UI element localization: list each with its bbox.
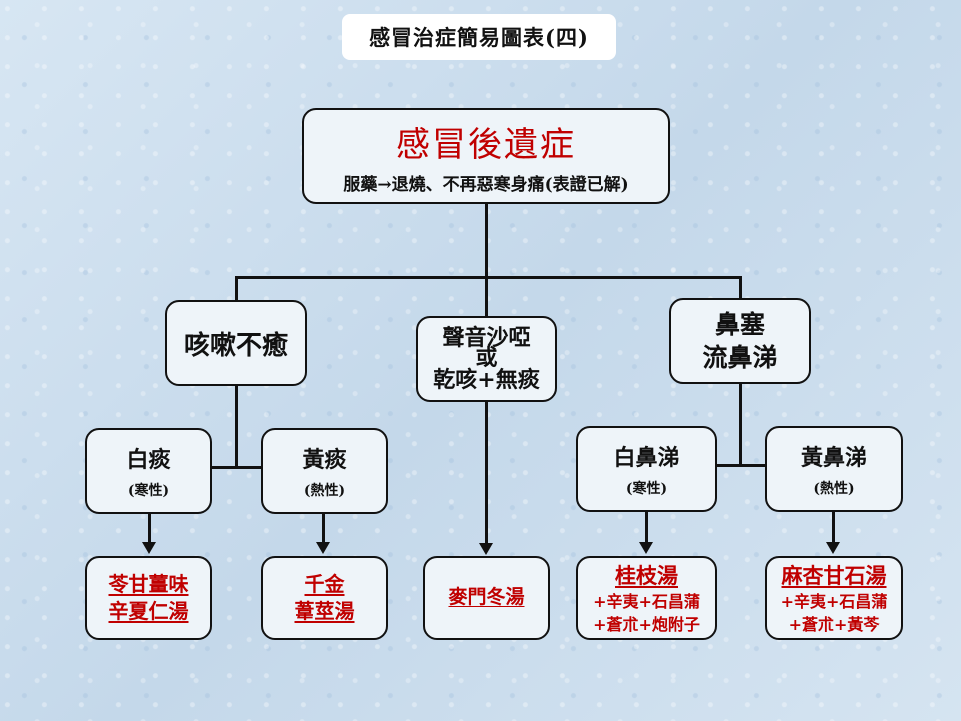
remedy-line: +辛夷+石昌蒲 — [593, 591, 700, 611]
remedy-title: 桂枝湯 — [615, 562, 678, 588]
arrow-down — [142, 542, 156, 554]
remedy-line: +蒼朮+黃芩 — [788, 615, 880, 634]
remedy-line: 苓甘薑味 — [108, 572, 189, 596]
nose-node: 鼻塞 流鼻涕 — [669, 298, 811, 384]
diagram-title: 感冒治症簡易圖表(四) — [342, 14, 616, 60]
connector — [322, 512, 325, 542]
remedy-title: 麻杏甘石湯 — [781, 562, 887, 588]
connector — [485, 401, 488, 543]
connector — [235, 276, 238, 302]
connector — [739, 384, 742, 466]
yellow-phlegm-node: 黃痰 (熱性) — [261, 428, 388, 514]
white-mucus-node: 白鼻涕 (寒性) — [576, 426, 717, 512]
remedy-voice: 麥門冬湯 — [423, 556, 550, 640]
yellow-phlegm-label: 黃痰 — [302, 447, 347, 473]
voice-line-2: 或 — [475, 345, 498, 372]
arrow-down — [639, 542, 653, 554]
connector — [210, 466, 264, 469]
cough-label: 咳嗽不癒 — [183, 330, 288, 361]
remedy-line: 葦莖湯 — [294, 599, 355, 623]
root-note: 服藥→退燒、不再惡寒身痛(表證已解) — [343, 175, 629, 195]
yellow-phlegm-sub: (熱性) — [303, 483, 346, 499]
connector — [715, 464, 768, 467]
remedy-yellow-mucus: 麻杏甘石湯 +辛夷+石昌蒲 +蒼朮+黃芩 — [765, 556, 903, 640]
remedy-line: +蒼朮+炮附子 — [593, 615, 700, 634]
remedy-line: 辛夏仁湯 — [108, 599, 189, 623]
remedy-white-mucus: 桂枝湯 +辛夷+石昌蒲 +蒼朮+炮附子 — [576, 556, 717, 640]
yellow-mucus-sub: (熱性) — [813, 481, 855, 497]
nose-line-2: 流鼻涕 — [702, 343, 778, 372]
connector — [832, 510, 835, 542]
arrow-down — [479, 543, 493, 555]
connector — [148, 512, 151, 542]
connector — [739, 276, 742, 300]
voice-line-3: 乾咳+無痰 — [433, 366, 540, 393]
root-heading: 感冒後遺症 — [396, 125, 576, 165]
connector — [485, 202, 488, 278]
remedy-line: 千金 — [304, 572, 345, 596]
root-node: 感冒後遺症 服藥→退燒、不再惡寒身痛(表證已解) — [302, 108, 670, 204]
white-phlegm-label: 白痰 — [126, 447, 171, 473]
white-mucus-sub: (寒性) — [625, 481, 668, 497]
arrow-down — [316, 542, 330, 554]
nose-line-1: 鼻塞 — [714, 309, 765, 339]
yellow-mucus-label: 黃鼻涕 — [800, 445, 867, 471]
white-mucus-label: 白鼻涕 — [613, 445, 680, 471]
connector — [235, 276, 741, 279]
voice-line-1: 聲音沙啞 — [442, 325, 531, 352]
yellow-mucus-node: 黃鼻涕 (熱性) — [765, 426, 903, 512]
arrow-down — [826, 542, 840, 554]
cough-node: 咳嗽不癒 — [165, 300, 307, 386]
remedy-yellow-phlegm: 千金 葦莖湯 — [261, 556, 388, 640]
connector — [485, 276, 488, 318]
voice-node: 聲音沙啞 或 乾咳+無痰 — [416, 316, 557, 402]
remedy-white-phlegm: 苓甘薑味 辛夏仁湯 — [85, 556, 212, 640]
white-phlegm-sub: (寒性) — [127, 483, 170, 499]
connector — [645, 510, 648, 542]
white-phlegm-node: 白痰 (寒性) — [85, 428, 212, 514]
remedy-line: 麥門冬湯 — [448, 586, 525, 609]
connector — [235, 385, 238, 467]
remedy-line: +辛夷+石昌蒲 — [780, 591, 888, 611]
